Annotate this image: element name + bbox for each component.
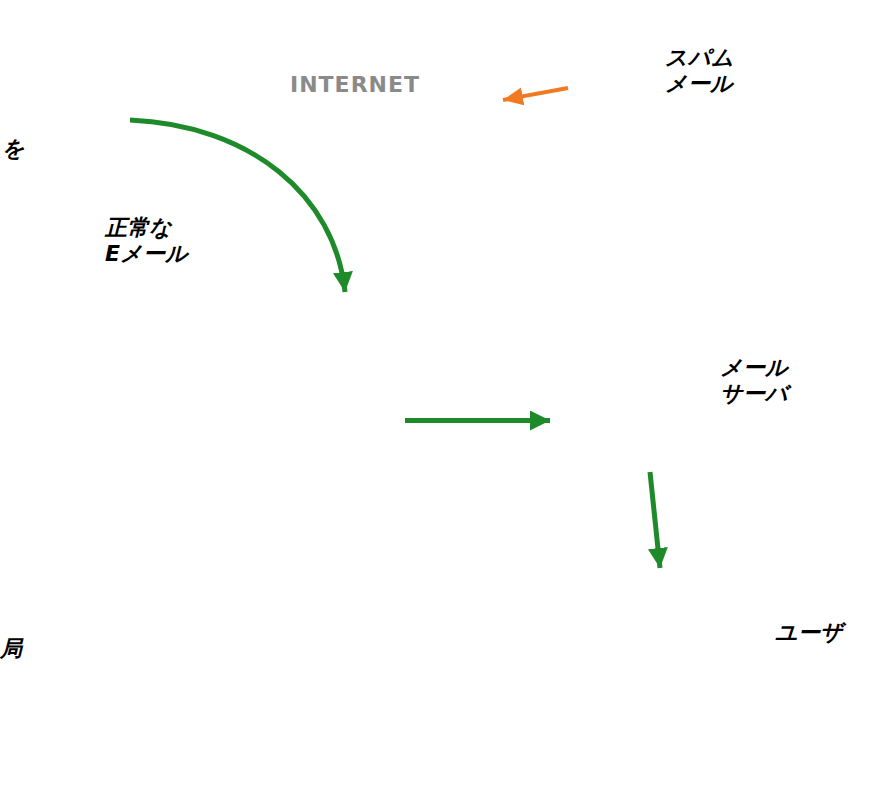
internet-cloud: INTERNET — [135, 0, 625, 210]
node-label: 正常な Eメール — [105, 215, 188, 268]
node-label: メール サーバ — [720, 355, 788, 408]
email-document: 正常な Eメール — [40, 15, 130, 190]
node-label: ユーザ — [775, 620, 843, 646]
pc-icon — [0, 568, 162, 740]
arrow-segment — [405, 418, 550, 423]
node-label: INTERNET — [290, 72, 420, 98]
cropped-label: 局 — [0, 636, 22, 662]
blocked-arrow — [503, 88, 568, 100]
delivery-arrow — [440, 470, 568, 628]
node-label: スパム メール — [665, 45, 734, 98]
mail-flow-arrow — [130, 120, 550, 421]
mail-server: メール サーバ — [550, 320, 675, 470]
arrow-segment — [503, 88, 568, 100]
arrow-segment — [650, 472, 660, 568]
pc-icon — [294, 638, 441, 794]
spam-document: スパム メール — [560, 30, 655, 195]
delivery-arrow — [210, 450, 530, 598]
user-pc: ユーザ — [590, 568, 758, 740]
cropped-label: を — [2, 136, 25, 162]
firewall-symbol — [308, 310, 374, 500]
mail-flow-arrow — [650, 472, 660, 568]
